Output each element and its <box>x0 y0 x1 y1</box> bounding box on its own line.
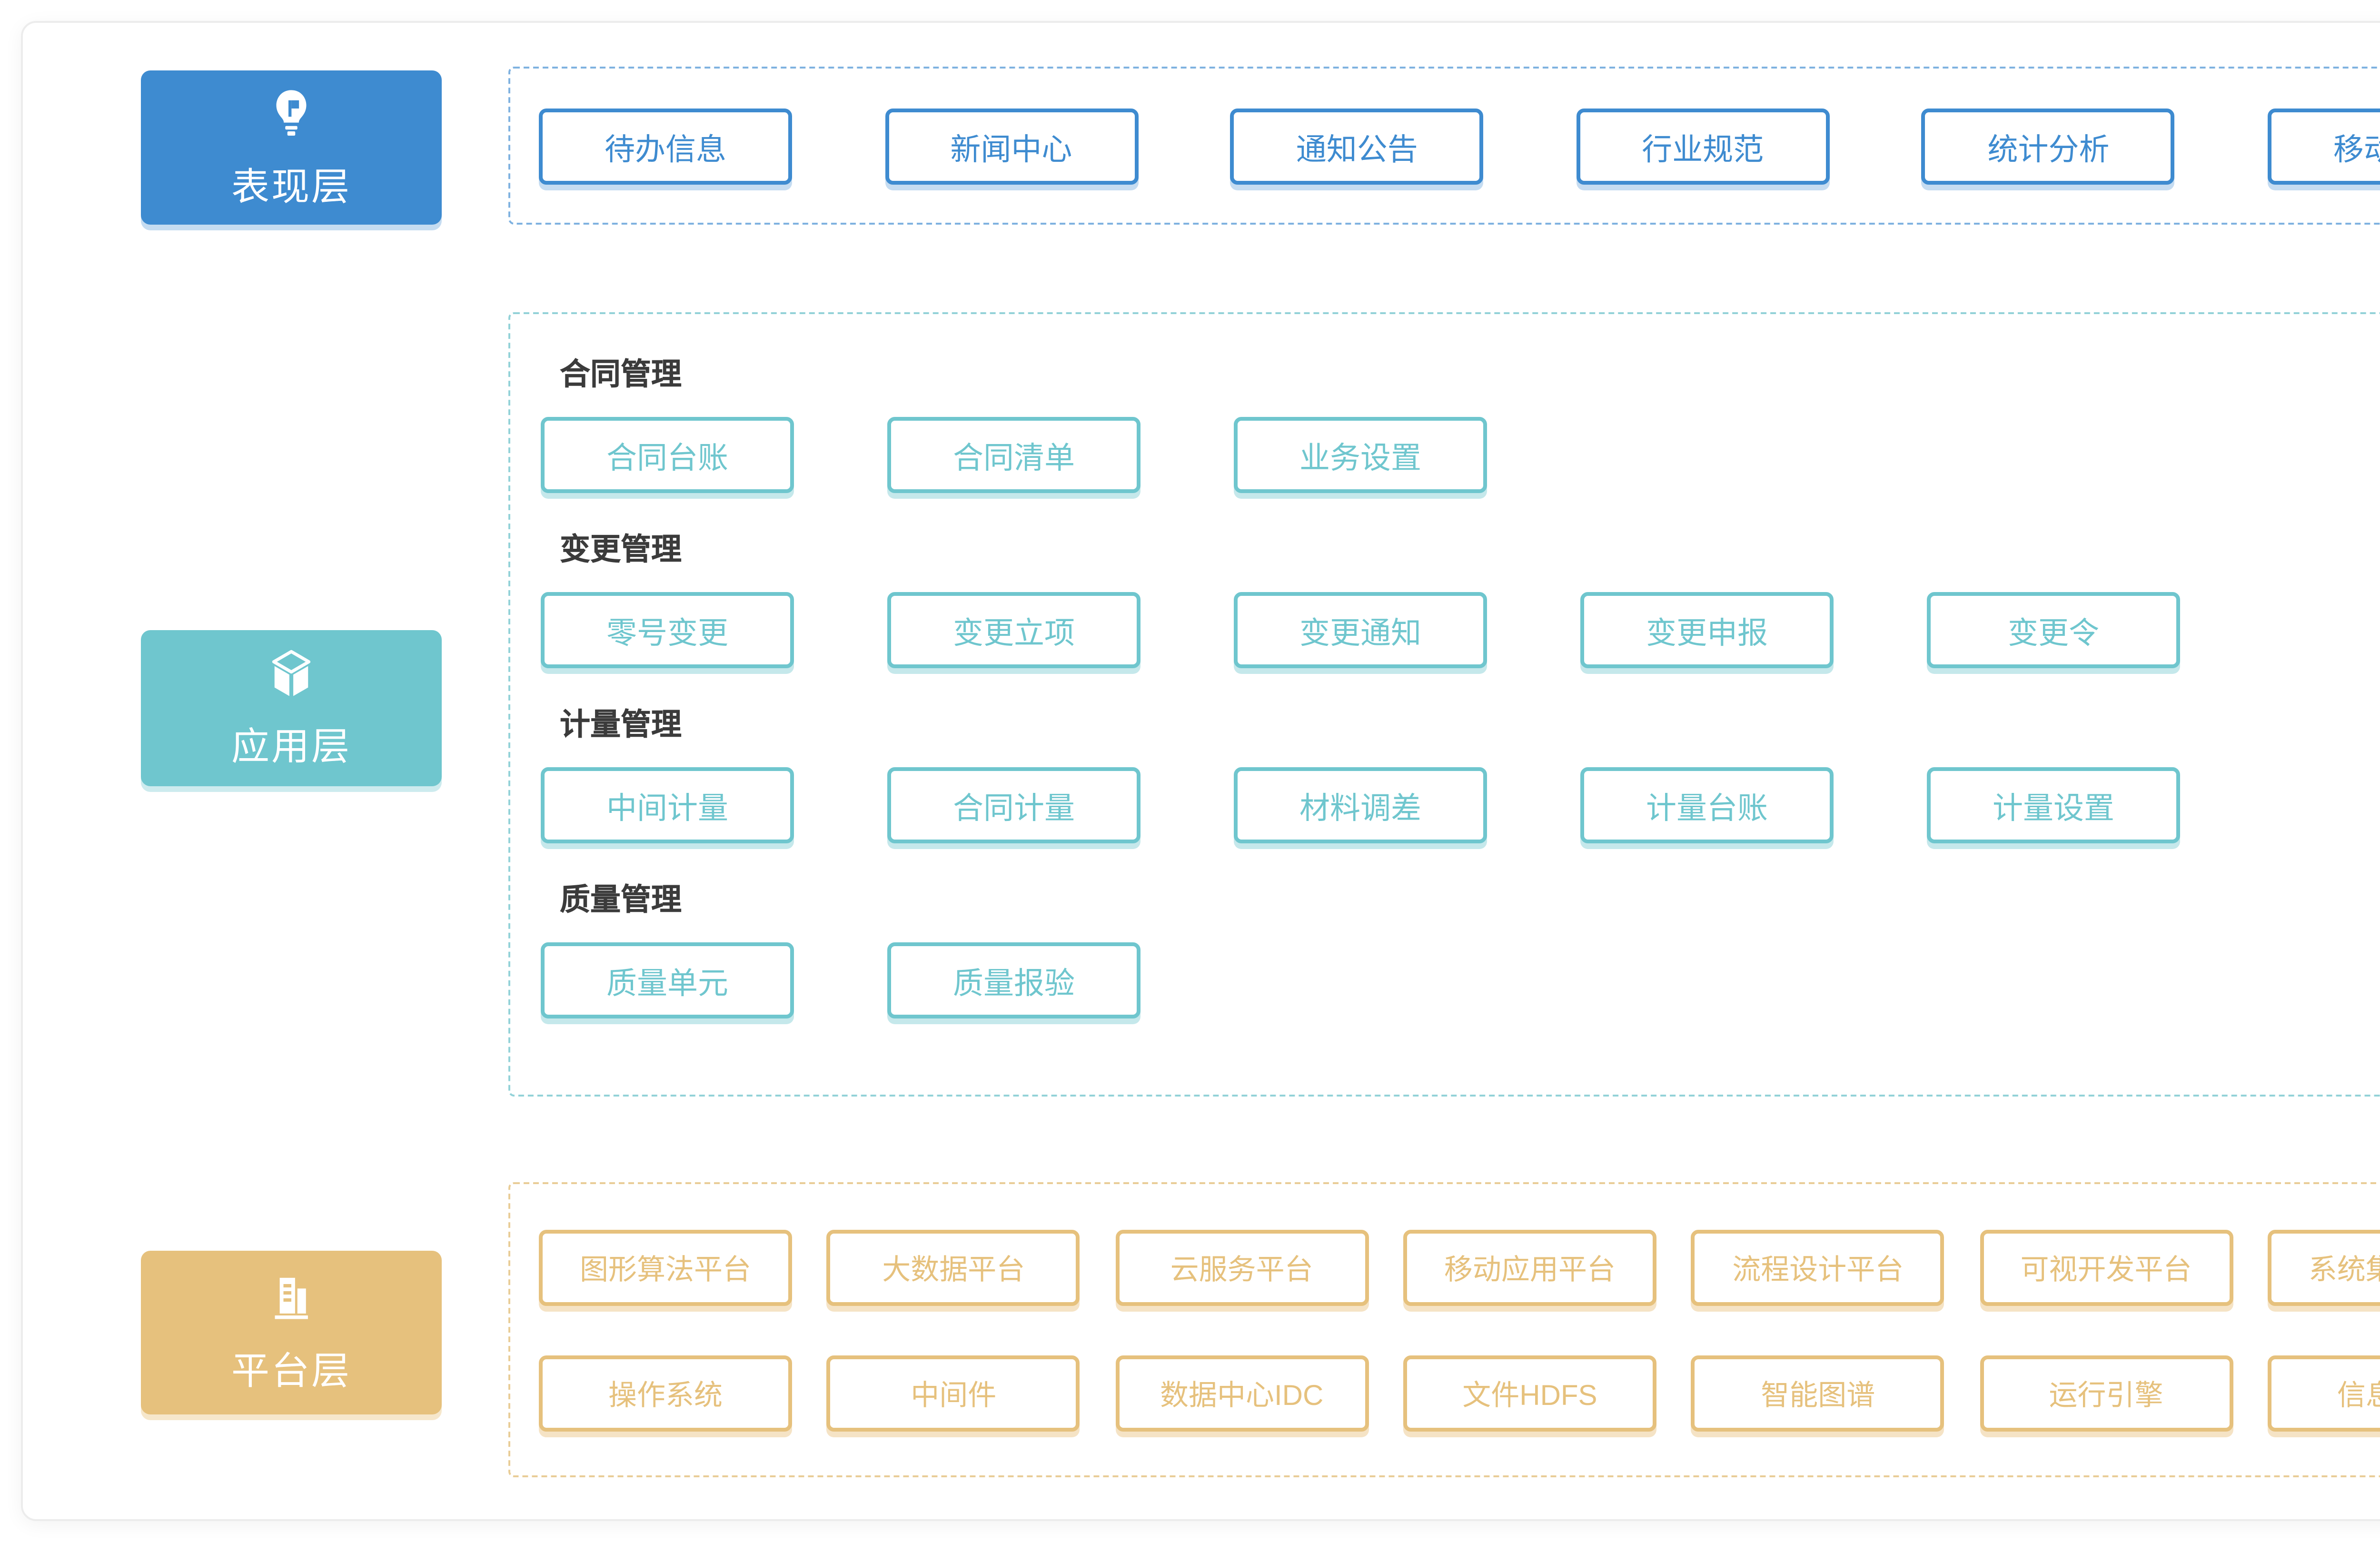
module-chip-shuju-zhongxin-idc[interactable]: 数据中心IDC <box>1115 1355 1368 1432</box>
group-quality-management: 质量管理 质量单元 质量报验 <box>541 874 2380 1018</box>
group-title: 变更管理 <box>560 535 682 567</box>
group-row: 合同台账 合同清单 业务设置 <box>541 417 2380 493</box>
module-chip-hetong-taizhang[interactable]: 合同台账 <box>541 417 794 493</box>
platform-modules-container: 图形算法平台 大数据平台 云服务平台 移动应用平台 流程设计平台 可视开发平台 … <box>508 1182 2380 1477</box>
group-title: 合同管理 <box>560 360 682 392</box>
module-chip-tuxing-suanfa-pingtai[interactable]: 图形算法平台 <box>539 1230 792 1306</box>
module-chip-yunxing-yinqing[interactable]: 运行引擎 <box>1979 1355 2233 1432</box>
module-chip-biangeng-lixiang[interactable]: 变更立项 <box>887 592 1140 668</box>
module-chip-zhiliang-baoyan[interactable]: 质量报验 <box>887 942 1140 1018</box>
module-chip-caozuo-xitong[interactable]: 操作系统 <box>539 1355 792 1432</box>
presentation-modules-row: 待办信息 新闻中心 通知公告 行业规范 统计分析 移动应用 <box>510 108 2380 184</box>
group-row: 质量单元 质量报验 <box>541 942 2380 1018</box>
presentation-modules-container: 待办信息 新闻中心 通知公告 行业规范 统计分析 移动应用 <box>508 67 2380 225</box>
module-chip-daiban-xinxi[interactable]: 待办信息 <box>539 108 792 184</box>
module-chip-biangeng-tongzhi[interactable]: 变更通知 <box>1234 592 1487 668</box>
module-chip-liucheng-sheji-pingtai[interactable]: 流程设计平台 <box>1691 1230 1945 1306</box>
module-chip-yidong-yingyong-pingtai[interactable]: 移动应用平台 <box>1403 1230 1656 1306</box>
module-chip-dashuju-pingtai[interactable]: 大数据平台 <box>827 1230 1081 1306</box>
module-chip-zhongjian-jiliang[interactable]: 中间计量 <box>541 767 794 843</box>
module-chip-zhineng-tupu[interactable]: 智能图谱 <box>1691 1355 1945 1432</box>
layer-label-presentation: 表现层 <box>231 167 351 208</box>
module-chip-tongji-fenxi[interactable]: 统计分析 <box>1922 108 2175 184</box>
group-title: 质量管理 <box>560 885 682 918</box>
building-icon <box>275 1277 308 1319</box>
platform-row-1: 图形算法平台 大数据平台 云服务平台 移动应用平台 流程设计平台 可视开发平台 … <box>510 1230 2380 1306</box>
layer-label-application: 应用层 <box>231 727 351 769</box>
layer-label-platform: 平台层 <box>231 1352 351 1394</box>
layer-tile-application: 应用层 <box>141 630 442 786</box>
module-chip-jiliang-taizhang[interactable]: 计量台账 <box>1580 767 1834 843</box>
lightbulb-icon <box>276 89 307 135</box>
module-chip-yidong-yingyong[interactable]: 移动应用 <box>2267 108 2380 184</box>
module-chip-biangeng-shenbao[interactable]: 变更申报 <box>1580 592 1834 668</box>
group-contract-management: 合同管理 合同台账 合同清单 业务设置 <box>541 348 2380 493</box>
module-chip-yunfuwu-pingtai[interactable]: 云服务平台 <box>1115 1230 1368 1306</box>
module-chip-keshi-kaifa-pingtai[interactable]: 可视开发平台 <box>1979 1230 2233 1306</box>
module-chip-zhongjianjian[interactable]: 中间件 <box>827 1355 1081 1432</box>
group-row: 中间计量 合同计量 材料调差 计量台账 计量设置 <box>541 767 2380 843</box>
group-measurement-management: 计量管理 中间计量 合同计量 材料调差 计量台账 计量设置 <box>541 699 2380 843</box>
module-chip-biangeng-ling[interactable]: 变更令 <box>1927 592 2180 668</box>
module-chip-xitong-jicheng-pingtai[interactable]: 系统集成平台 <box>2267 1230 2380 1306</box>
application-modules-container: 合同管理 合同台账 合同清单 业务设置 变更管理 零号变更 变更立项 变更通知 … <box>508 312 2380 1097</box>
module-chip-hetong-jiliang[interactable]: 合同计量 <box>887 767 1140 843</box>
module-chip-cailiao-tiaocha[interactable]: 材料调差 <box>1234 767 1487 843</box>
module-chip-jiliang-shezhi[interactable]: 计量设置 <box>1927 767 2180 843</box>
module-chip-yewu-shezhi[interactable]: 业务设置 <box>1234 417 1487 493</box>
group-title: 计量管理 <box>560 710 682 742</box>
module-chip-xinwen-zhongxin[interactable]: 新闻中心 <box>884 108 1138 184</box>
module-chip-wenjian-hdfs[interactable]: 文件HDFS <box>1403 1355 1656 1432</box>
module-chip-linghao-biangeng[interactable]: 零号变更 <box>541 592 794 668</box>
platform-row-2: 操作系统 中间件 数据中心IDC 文件HDFS 智能图谱 运行引擎 信息安全 <box>510 1355 2380 1432</box>
module-chip-tongzhi-gonggao[interactable]: 通知公告 <box>1230 108 1484 184</box>
layer-tile-presentation: 表现层 <box>141 70 442 225</box>
module-chip-zhiliang-danyuan[interactable]: 质量单元 <box>541 942 794 1018</box>
module-chip-xinxi-anquan[interactable]: 信息安全 <box>2267 1355 2380 1432</box>
layer-tile-platform: 平台层 <box>141 1251 442 1414</box>
group-change-management: 变更管理 零号变更 变更立项 变更通知 变更申报 变更令 <box>541 524 2380 668</box>
module-chip-hangye-guifan[interactable]: 行业规范 <box>1576 108 1830 184</box>
module-chip-hetong-qingdan[interactable]: 合同清单 <box>887 417 1140 493</box>
group-row: 零号变更 变更立项 变更通知 变更申报 变更令 <box>541 592 2380 668</box>
cube-icon <box>272 650 311 696</box>
